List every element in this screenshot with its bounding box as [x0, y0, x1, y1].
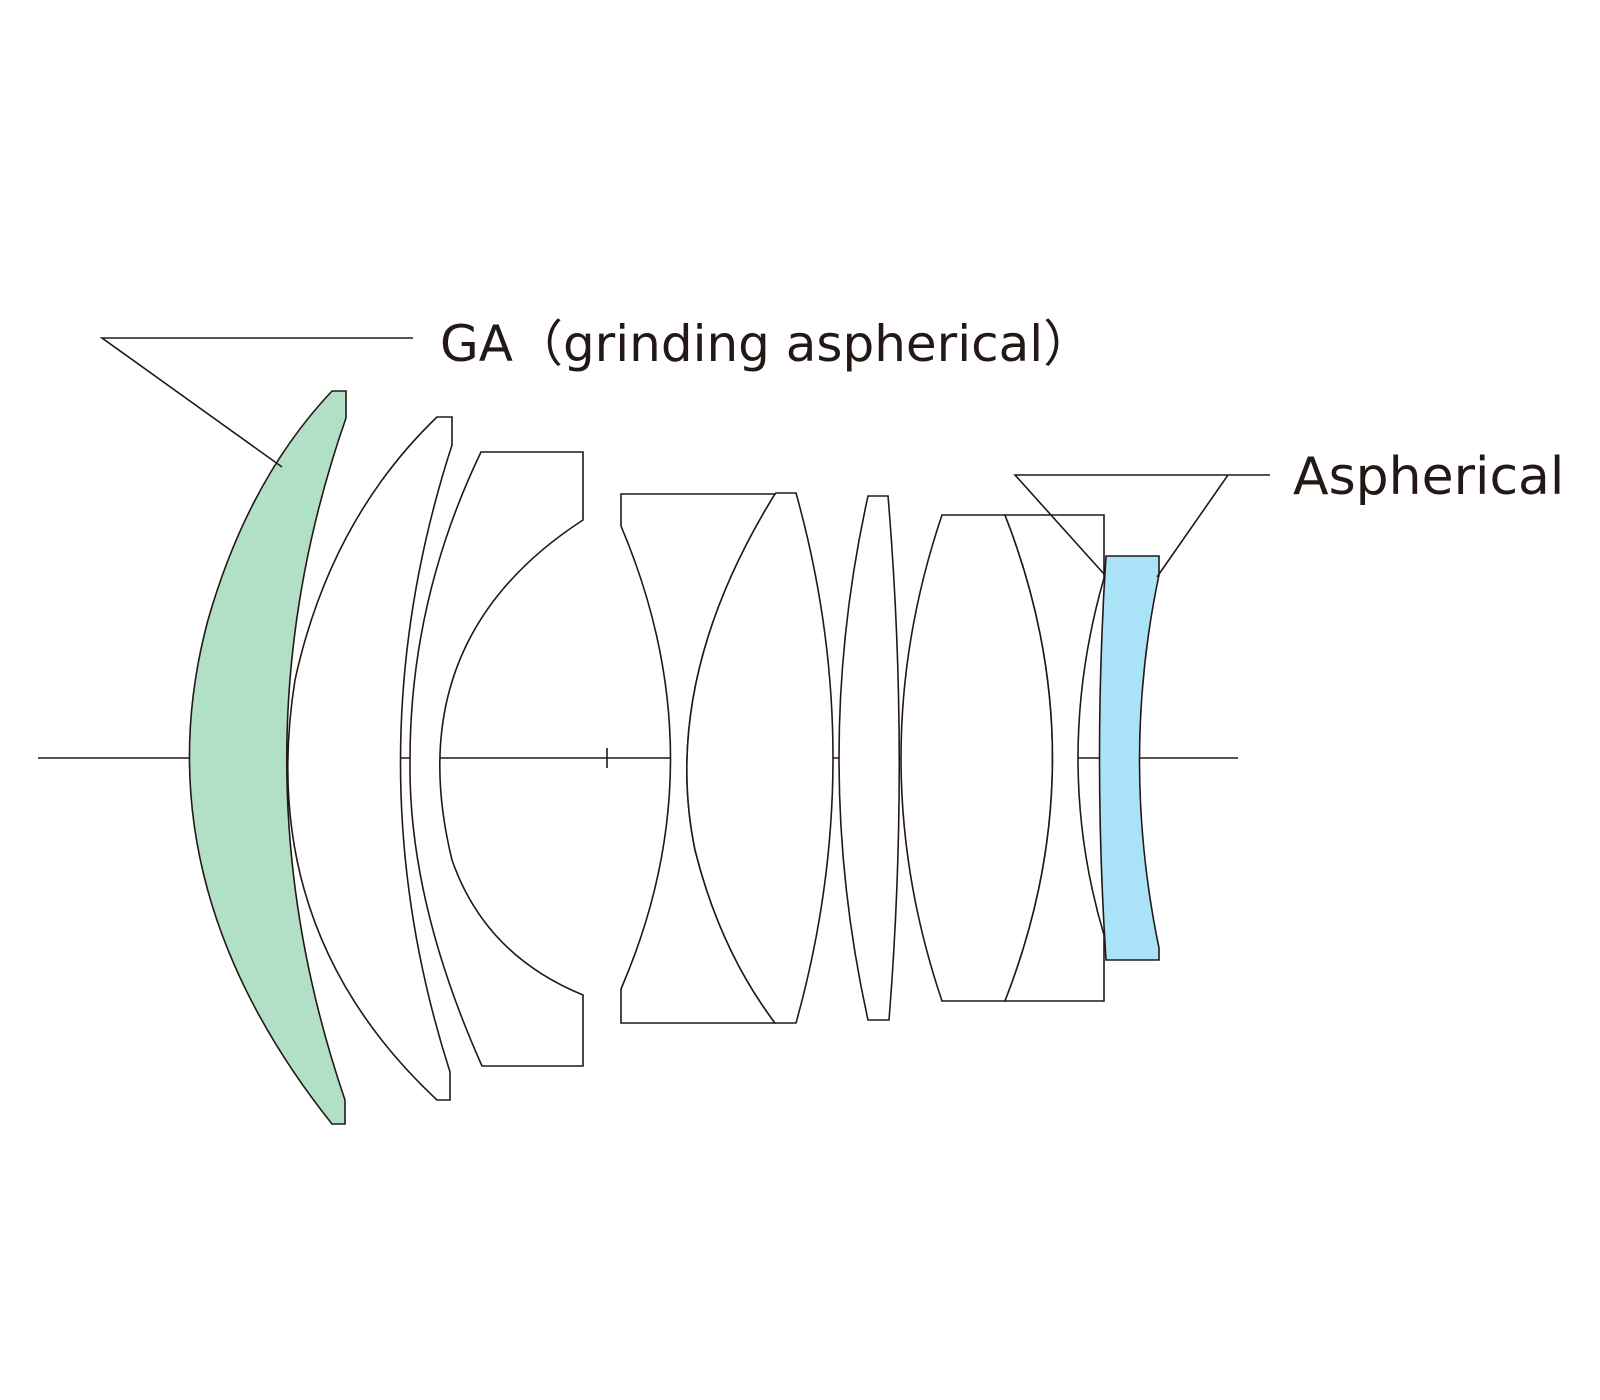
lens-element-6: [838, 495, 901, 1021]
aspherical-leader-line: [1013, 474, 1270, 575]
lens-element-3: [409, 451, 584, 1067]
ga-leader-line: [99, 337, 413, 468]
aspherical-leader-branch: [1156, 474, 1229, 578]
aspherical-label: Aspherical: [1293, 447, 1564, 507]
lens-element-5: [686, 492, 834, 1024]
lens-element-8: [1003, 514, 1105, 1002]
ga-label: GA（grinding aspherical）: [440, 315, 1093, 373]
lens-element-1-ga: [188, 390, 347, 1125]
lens-element-2: [286, 416, 453, 1101]
lens-element-9-aspherical: [1098, 555, 1160, 961]
